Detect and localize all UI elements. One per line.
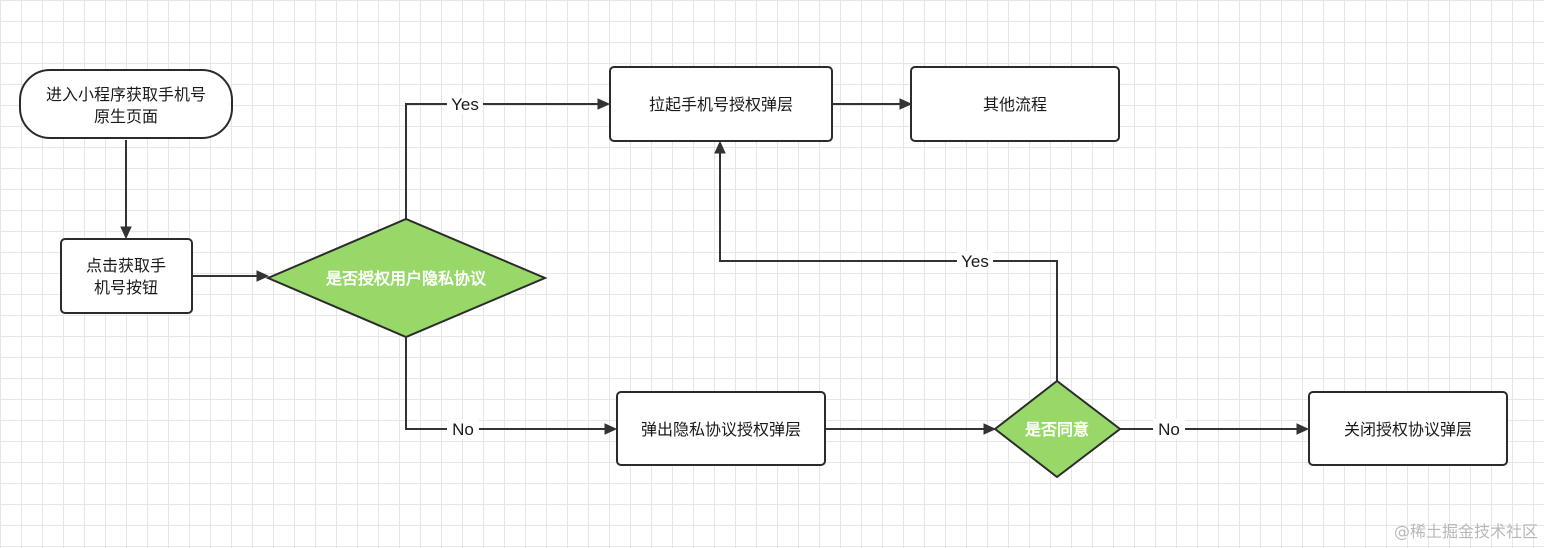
arrow-agree-yes [714,140,726,154]
svg-text:拉起手机号授权弹层: 拉起手机号授权弹层 [649,95,793,114]
privacy-popup-node: 弹出隐私协议授权弹层 [616,391,826,466]
arrow-privacy-yes [597,98,611,110]
svg-text:机号按钮: 机号按钮 [94,278,158,297]
privacy-check-decision: 是否授权用户隐私协议 [265,217,548,339]
svg-text:弹出隐私协议授权弹层: 弹出隐私协议授权弹层 [641,420,801,439]
arrow-start-to-tap [120,226,132,240]
edge-label-privacy-no: No [447,419,479,439]
edge-privacy-yes [405,103,599,220]
agree-check-decision: 是否同意 [993,379,1122,479]
arrow-privacy-popup-to-agree [983,423,997,435]
svg-text:是否同意: 是否同意 [1024,420,1089,439]
svg-text:Yes: Yes [961,252,989,271]
edge-privacy-no [405,338,606,430]
svg-text:No: No [1158,420,1180,439]
arrow-agree-no [1296,423,1310,435]
svg-text:其他流程: 其他流程 [983,95,1047,114]
svg-text:原生页面: 原生页面 [94,107,158,126]
phone-auth-popup-node: 拉起手机号授权弹层 [609,66,833,142]
arrow-phone-auth-to-other [899,98,913,110]
svg-text:Yes: Yes [451,95,479,114]
close-popup-node: 关闭授权协议弹层 [1308,391,1508,466]
start-node: 进入小程序获取手机号 原生页面 [19,69,233,139]
svg-text:关闭授权协议弹层: 关闭授权协议弹层 [1344,420,1472,439]
arrow-privacy-no [604,423,618,435]
edge-label-privacy-yes: Yes [447,94,483,114]
edge-label-agree-yes: Yes [957,251,993,271]
other-flow-node: 其他流程 [910,66,1120,142]
arrow-tap-to-privacy-check [256,270,270,282]
edge-label-agree-no: No [1153,419,1185,439]
svg-text:是否授权用户隐私协议: 是否授权用户隐私协议 [325,269,487,288]
watermark-text: @稀土掘金技术社区 [1393,522,1538,541]
svg-text:点击获取手: 点击获取手 [86,256,166,275]
svg-text:进入小程序获取手机号: 进入小程序获取手机号 [46,85,206,104]
svg-text:No: No [452,420,474,439]
tap-button-node: 点击获取手 机号按钮 [60,238,193,314]
edge-agree-yes [719,152,1058,381]
